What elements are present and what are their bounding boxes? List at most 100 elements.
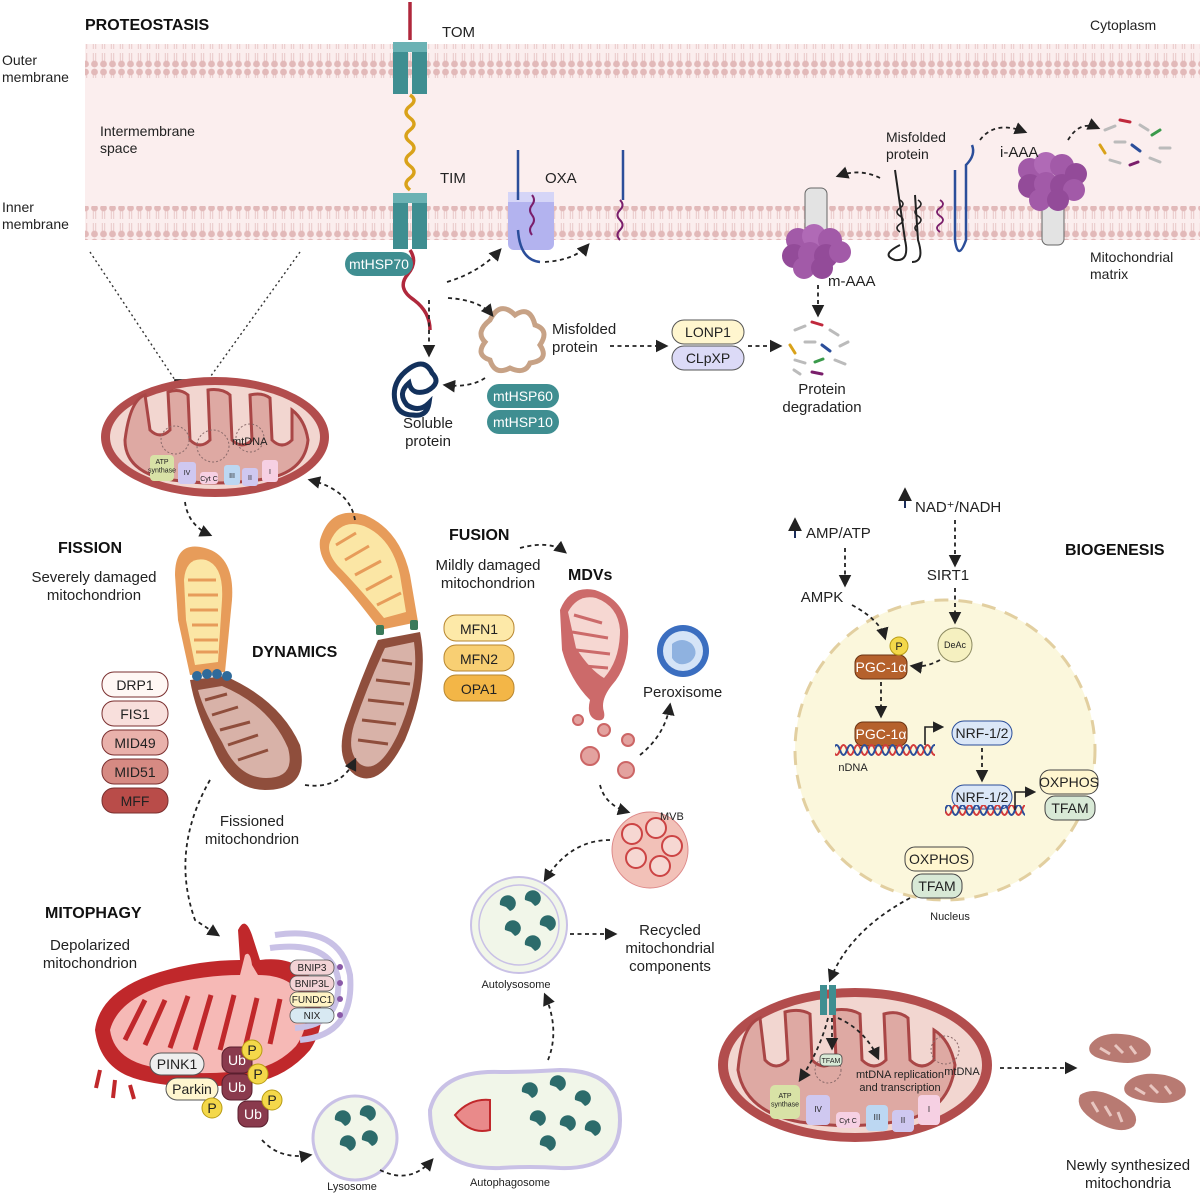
phospho-label: P — [247, 1042, 256, 1058]
mthsp60-label: mtHSP60 — [493, 388, 553, 404]
dynamics-section — [175, 512, 423, 790]
parkin-label: Parkin — [172, 1081, 212, 1097]
fusion-protein-label: OPA1 — [461, 681, 498, 697]
fusion-protein-pill — [443, 674, 515, 702]
i-aaa-degraded-peptides — [1098, 118, 1172, 167]
bottom-mito-mtdna-label: mtDNA — [944, 1066, 980, 1078]
peroxisome-label: Peroxisome — [643, 684, 722, 701]
ub-label: Ub — [228, 1079, 246, 1095]
ub-label: Ub — [228, 1052, 246, 1068]
autolysosome-label: Autolysosome — [481, 979, 550, 991]
fission-protein-pill — [101, 787, 169, 814]
nrf12-label-top: NRF-1/2 — [956, 725, 1009, 741]
mitophagy-receptor-pill — [289, 959, 335, 976]
ubiquitin-block — [237, 1100, 269, 1128]
outer-membrane — [85, 44, 1200, 78]
tom-label: TOM — [442, 24, 475, 41]
fusion-protein-pill — [443, 614, 515, 642]
cytoplasm-label: Cytoplasm — [1090, 17, 1156, 33]
i-aaa-protease — [1018, 152, 1087, 246]
mthsp70-pill — [345, 252, 413, 276]
i-aaa-label: i-AAA — [1000, 144, 1038, 161]
polypeptide-matrix — [401, 249, 432, 331]
tim-channel — [393, 193, 427, 249]
mitophagy-receptor-label: BNIP3 — [298, 963, 327, 974]
inner-membrane — [85, 206, 1200, 240]
pink1-parkin-complex: PINK1 Parkin — [149, 1052, 219, 1101]
mthsp10-pill — [487, 410, 559, 434]
top-mito-mtdna-label: mtDNA — [232, 436, 268, 448]
mitophagy-title: MITOPHAGY — [45, 905, 142, 922]
top-mito-complex-iii-label: III — [229, 473, 235, 480]
mitophagy-receptor-label: BNIP3L — [295, 979, 330, 990]
receptor-dot — [337, 980, 343, 986]
lysosome-label: Lysosome — [327, 1181, 377, 1193]
ubiquitin-block — [221, 1073, 253, 1101]
oxa-label: OXA — [545, 170, 577, 187]
fusion-protein-pill — [443, 644, 515, 672]
tom-channel — [393, 42, 427, 94]
sirt1-label: SIRT1 — [927, 567, 969, 584]
mitophagy-receptor-label: FUNDC1 — [292, 995, 333, 1006]
bottom-mito-complex-iv-label: IV — [814, 1105, 822, 1114]
pgc1a-phospho-label: P — [895, 641, 902, 653]
m-aaa-protease — [782, 187, 851, 279]
polypeptide-chain — [404, 93, 416, 192]
biogenesis-arrows — [798, 520, 1078, 1083]
phospho-marker — [201, 1097, 223, 1119]
bottom-mito-complex-ii-label: II — [901, 1116, 905, 1125]
amp-atp-label: AMP/ATP — [806, 525, 871, 542]
fission-protein-label: MID51 — [114, 764, 155, 780]
fission-protein-pill — [101, 758, 169, 785]
top-mitochondrion — [101, 377, 329, 497]
clpxp-label: CLpXP — [686, 350, 730, 366]
mitophagy-receptor-label: NIX — [304, 1011, 321, 1022]
mdvs-arrows — [543, 702, 675, 1061]
ampk-label: AMPK — [801, 589, 844, 606]
deac-label: DeAc — [944, 640, 967, 650]
mitophagy-arrows — [261, 1139, 434, 1177]
mitophagy-section — [94, 923, 623, 1182]
mitophagy-receptor-pill — [289, 1007, 335, 1024]
misfolded-protein-blob — [478, 306, 547, 374]
fission-protein-label: MFF — [121, 793, 150, 809]
tfam-label-nucleus: TFAM — [1051, 800, 1088, 816]
fission-protein-pill — [101, 671, 169, 698]
ndna-label: nDNA — [838, 762, 868, 774]
fission-protein-pill — [101, 729, 169, 756]
m-aaa-label: m-AAA — [828, 273, 876, 290]
nrf12-label-bottom: NRF-1/2 — [956, 789, 1009, 805]
degraded-peptides — [788, 320, 850, 376]
mthsp70-label: mtHSP70 — [349, 256, 409, 272]
phospho-marker — [247, 1063, 269, 1085]
fusion-protein-label: MFN2 — [460, 651, 498, 667]
pgc1a-label-bottom: PGC-1α — [856, 726, 907, 742]
misfolded-membrane-proteins — [887, 144, 975, 263]
fission-protein-label: DRP1 — [116, 677, 154, 693]
biogenesis-section — [718, 487, 1186, 1142]
bottom-mito-complex-iii-label: III — [874, 1113, 881, 1122]
bottom-mito-complex-i-label: I — [928, 1105, 930, 1114]
dynamics-arrows — [184, 476, 567, 937]
oxphos-label-export: OXPHOS — [909, 851, 969, 867]
mdvs-section — [470, 589, 709, 974]
nad-nadh-label: NAD⁺/NADH — [915, 499, 1001, 516]
bottom-mito-cyt-c-label: Cyt C — [839, 1118, 857, 1125]
top-mito-cyt-c-label: Cyt C — [200, 476, 218, 483]
